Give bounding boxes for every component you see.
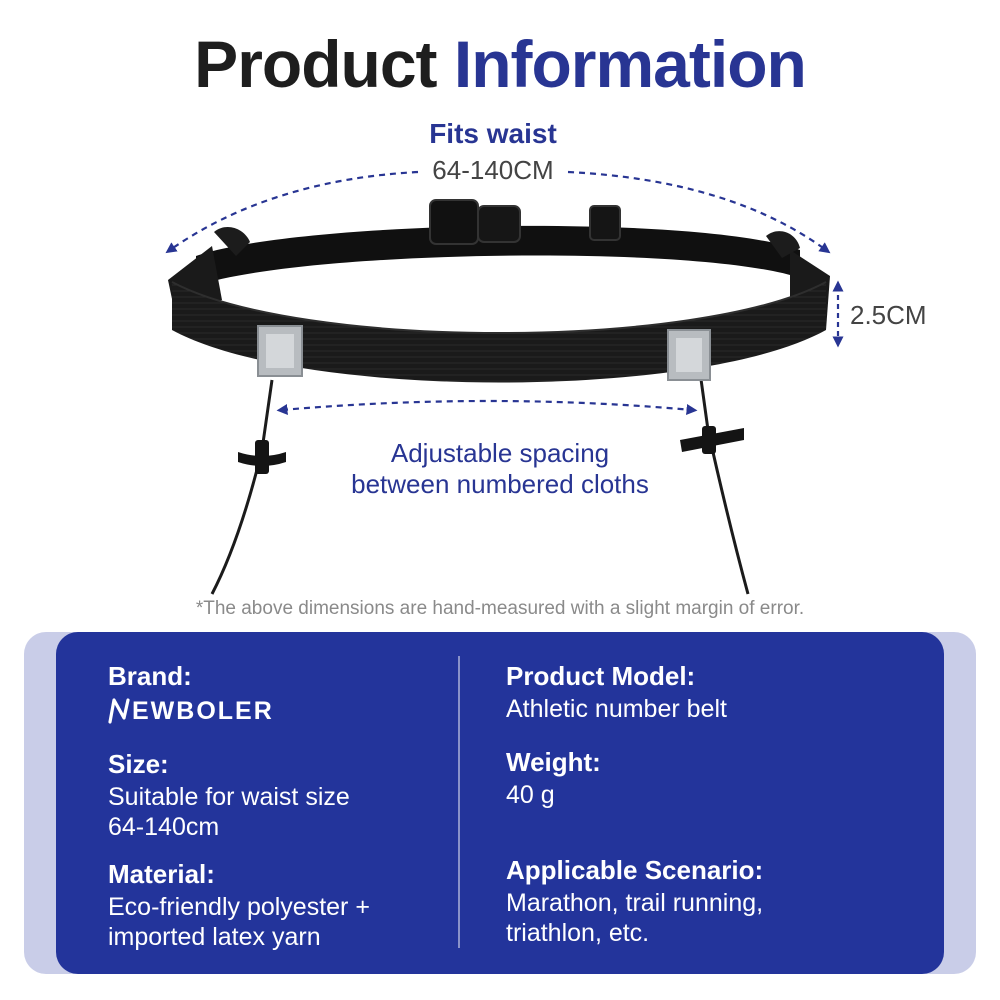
belt-buckle xyxy=(429,199,621,245)
title-part-product: Product xyxy=(194,27,437,101)
measurement-disclaimer: *The above dimensions are hand-measured … xyxy=(195,598,805,619)
spec-model: Product Model: Athletic number belt xyxy=(506,660,727,724)
material-label: Material: xyxy=(108,859,215,889)
newboler-logo-mark xyxy=(108,698,130,724)
belt-width-value: 2.5CM xyxy=(850,300,927,330)
weight-label: Weight: xyxy=(506,747,601,777)
belt-image xyxy=(165,170,844,595)
scenario-label: Applicable Scenario: xyxy=(506,855,764,885)
scenario-value-line1: Marathon, trail running, xyxy=(506,889,764,917)
elastic-cords xyxy=(210,371,750,595)
spec-panel: Brand: EWBOLER Size: Suitable for waist … xyxy=(56,632,944,974)
brand-label: Brand: xyxy=(108,661,192,691)
fits-waist-label: Fits waist xyxy=(429,118,557,149)
model-value: Athletic number belt xyxy=(506,695,727,723)
model-label: Product Model: xyxy=(506,661,696,691)
horizontal-arrow xyxy=(276,399,698,416)
spacing-label-line1: Adjustable spacing xyxy=(390,438,610,468)
spec-size: Size: Suitable for waist size 64-140cm xyxy=(108,748,350,842)
brand-logo: EWBOLER xyxy=(108,696,274,726)
spec-brand: Brand: EWBOLER xyxy=(108,660,274,726)
reflective-patches xyxy=(257,325,711,381)
spacing-label-line2: between numbered cloths xyxy=(351,469,649,499)
fits-waist-value: 64-140CM xyxy=(432,155,554,185)
weight-value: 40 g xyxy=(506,781,555,809)
size-value-line1: Suitable for waist size xyxy=(108,783,350,811)
spacing-label: Adjustable spacing between numbered clot… xyxy=(0,438,1000,500)
material-value-line2: imported latex yarn xyxy=(108,923,321,951)
material-value-line1: Eco-friendly polyester + xyxy=(108,893,370,921)
size-value-line2: 64-140cm xyxy=(108,813,220,841)
scenario-value-line2: triathlon, etc. xyxy=(506,919,650,947)
spec-scenario: Applicable Scenario: Marathon, trail run… xyxy=(506,854,763,948)
brand-logo-text: EWBOLER xyxy=(132,696,274,725)
title-part-information: Information xyxy=(453,27,807,101)
spec-weight: Weight: 40 g xyxy=(506,746,601,810)
spec-divider xyxy=(458,656,460,948)
page-title: Product Information xyxy=(0,24,1000,104)
size-label: Size: xyxy=(108,749,169,779)
spec-material: Material: Eco-friendly polyester + impor… xyxy=(108,858,370,952)
dashed-arc-arrow xyxy=(165,170,831,254)
